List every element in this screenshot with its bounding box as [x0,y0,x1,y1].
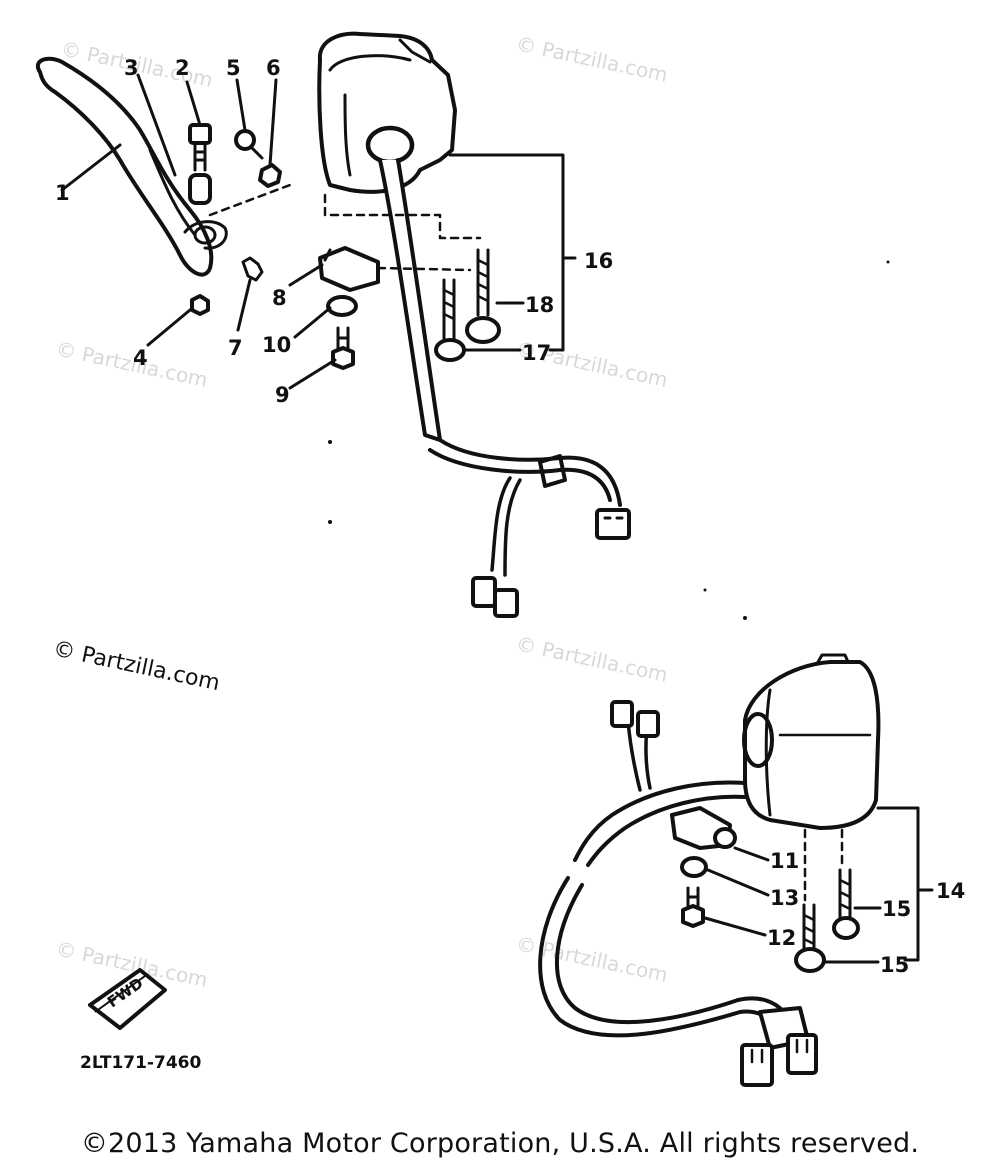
watermark: © Partzilla.com [54,336,210,392]
screw [465,316,501,344]
callout-8: 8 [272,286,287,310]
callout-6: 6 [266,56,281,80]
copyright-notice: ©2013 Yamaha Motor Corporation, U.S.A. A… [80,1128,920,1159]
callout-7: 7 [228,336,243,360]
stray-dots [328,260,890,620]
callout-13: 13 [770,886,799,910]
washer [326,295,358,317]
wire-connector [610,700,634,728]
callouts-lower: 11 13 12 15 15 14 [767,849,965,977]
callout-5: 5 [226,56,241,80]
callout-12: 12 [767,926,796,950]
watermark: © Partzilla.com [514,31,670,87]
callout-11: 11 [770,849,799,873]
watermark-main: © Partzilla.com [51,636,222,696]
callout-10: 10 [262,333,291,357]
screw [681,904,705,928]
diagram-code: 2LT171-7460 [80,1053,201,1073]
screw [331,346,355,370]
callout-16: 16 [584,249,613,273]
screw [434,338,466,362]
callout-3: 3 [124,56,139,80]
callout-14: 14 [936,879,965,903]
nut [258,163,282,188]
callout-17: 17 [522,341,551,365]
left-switch-housing [317,31,457,194]
spring [241,256,264,282]
wire-connector [786,1033,818,1075]
wire-harness [378,158,442,442]
forward-direction-badge: FWD [88,968,167,1030]
wire-connector [595,508,631,540]
clutch-lever [36,56,214,277]
callout-4: 4 [133,346,148,370]
washer [680,856,708,878]
callout-9: 9 [275,383,290,407]
collar [188,173,212,205]
callout-2: 2 [175,56,190,80]
watermark: © Partzilla.com [514,931,670,987]
wire-connector [493,588,519,618]
watermark: © Partzilla.com [514,631,670,687]
wire-connector [740,1043,774,1087]
right-switch-housing [743,660,881,830]
nut [190,294,210,316]
right-handlebar-switch-assembly [538,653,934,1087]
screw [794,947,826,973]
clutch-switch [318,246,380,292]
callout-15: 15 [882,897,911,921]
left-handlebar-switch-assembly [36,31,631,618]
wire-harness [573,780,747,862]
callouts-upper: 1 3 2 5 6 4 7 8 10 9 18 17 16 [55,56,613,407]
washer [234,129,256,151]
callout-1: 1 [55,181,70,205]
callout-18: 18 [525,293,554,317]
callout-15: 15 [880,953,909,977]
wire-connector [471,576,497,608]
screw [832,916,860,940]
wire-connector [636,710,660,738]
bolt [188,123,212,145]
